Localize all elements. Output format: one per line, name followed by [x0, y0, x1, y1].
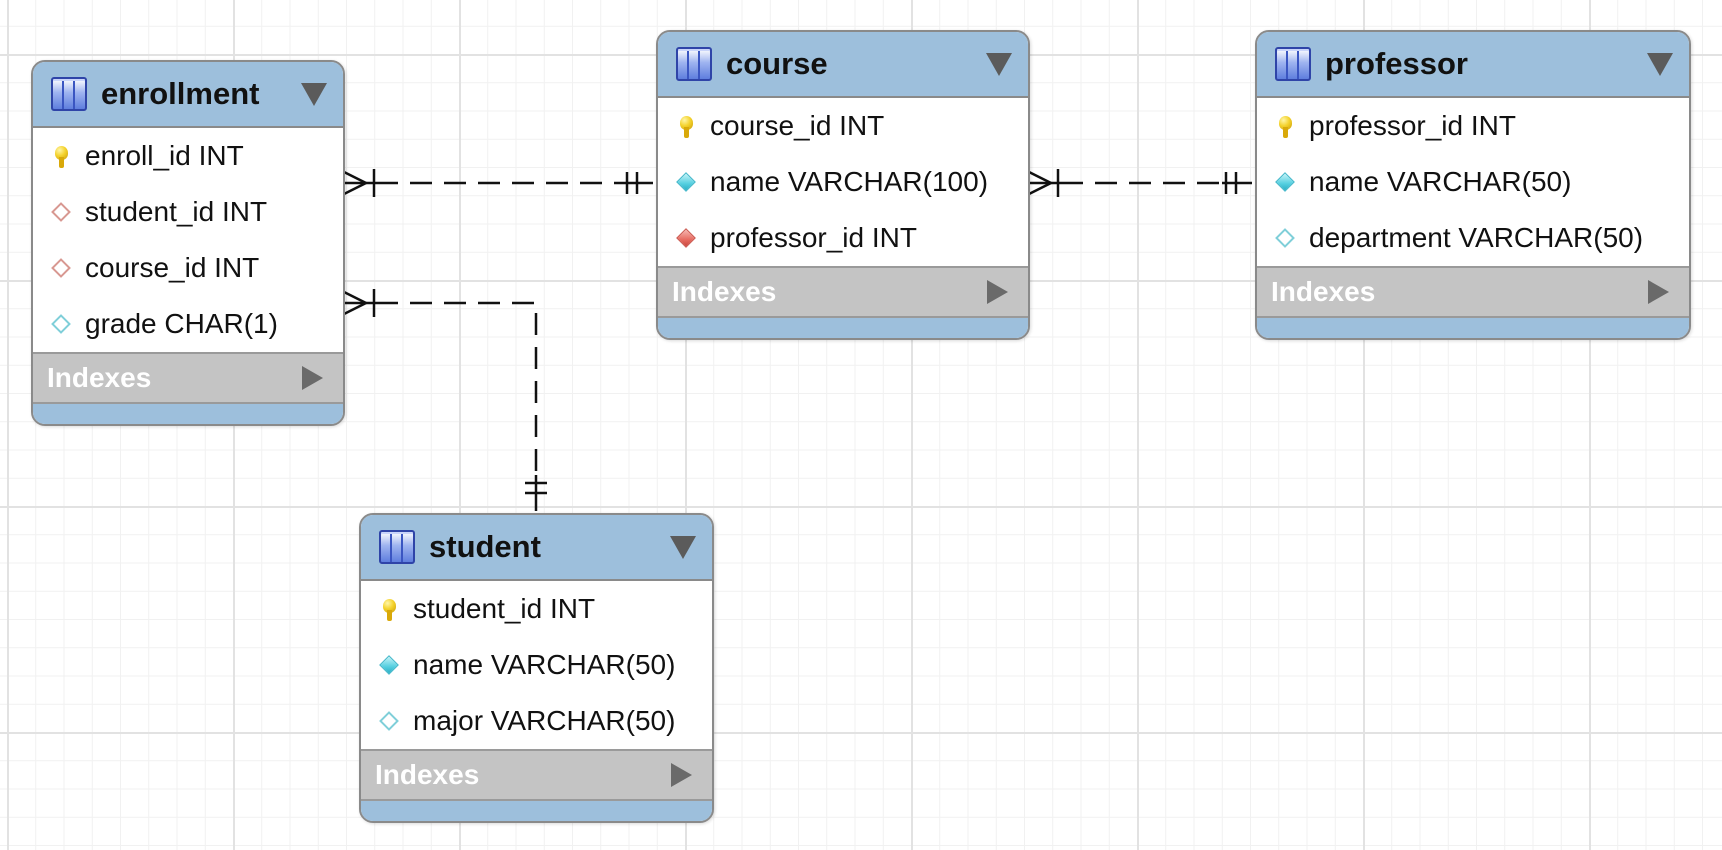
indexes-section[interactable]: Indexes: [658, 266, 1028, 316]
foreign-key-nullable-icon: [49, 199, 73, 225]
column-row[interactable]: major VARCHAR(50): [361, 693, 712, 749]
table-footer: [1257, 316, 1689, 338]
column-label: course_id INT: [710, 110, 885, 141]
table-header[interactable]: enrollment: [33, 62, 343, 128]
table-icon: [379, 530, 415, 564]
collapse-arrow-icon[interactable]: [670, 535, 696, 559]
indexes-label: Indexes: [1271, 276, 1376, 307]
column-row[interactable]: name VARCHAR(100): [658, 154, 1028, 210]
primary-key-icon: [1273, 113, 1297, 139]
table-title: enrollment: [101, 76, 260, 111]
table-title: student: [429, 529, 541, 564]
column-label: enroll_id INT: [85, 140, 244, 171]
column-row[interactable]: student_id INT: [33, 184, 343, 240]
column-label: name VARCHAR(100): [710, 166, 989, 197]
crowfoot-many-end: [341, 289, 367, 305]
column-label: name VARCHAR(50): [413, 649, 676, 680]
nullable-column-icon: [49, 311, 73, 337]
column-row[interactable]: student_id INT: [361, 581, 712, 637]
expand-arrow-icon[interactable]: [302, 366, 323, 390]
expand-arrow-icon[interactable]: [1648, 280, 1669, 304]
table-footer: [361, 799, 712, 821]
indexes-label: Indexes: [375, 759, 480, 790]
relationship-enrollment-course[interactable]: [341, 169, 653, 197]
primary-key-icon: [49, 143, 73, 169]
column-row[interactable]: professor_id INT: [658, 210, 1028, 266]
column-label: professor_id INT: [1309, 110, 1516, 141]
collapse-arrow-icon[interactable]: [1647, 52, 1673, 76]
indexes-section[interactable]: Indexes: [33, 352, 343, 402]
column-label: department VARCHAR(50): [1309, 222, 1644, 253]
column-row[interactable]: name VARCHAR(50): [361, 637, 712, 693]
column-label: course_id INT: [85, 252, 260, 283]
column-label: professor_id INT: [710, 222, 917, 253]
relationship-course-professor[interactable]: [1026, 169, 1252, 197]
column-row[interactable]: course_id INT: [658, 98, 1028, 154]
table-header[interactable]: course: [658, 32, 1028, 98]
primary-key-icon: [377, 596, 401, 622]
table-enrollment[interactable]: enrollment enroll_id INT student_id INT …: [31, 60, 345, 426]
indexes-label: Indexes: [672, 276, 777, 307]
column-label: student_id INT: [413, 593, 596, 624]
foreign-key-icon: [674, 225, 698, 251]
column-row[interactable]: enroll_id INT: [33, 128, 343, 184]
indexes-label: Indexes: [47, 362, 152, 393]
column-label: name VARCHAR(50): [1309, 166, 1572, 197]
foreign-key-nullable-icon: [49, 255, 73, 281]
expand-arrow-icon[interactable]: [987, 280, 1008, 304]
collapse-arrow-icon[interactable]: [301, 82, 327, 106]
not-null-column-icon: [674, 169, 698, 195]
table-course[interactable]: course course_id INT name VARCHAR(100) p…: [656, 30, 1030, 340]
indexes-section[interactable]: Indexes: [1257, 266, 1689, 316]
column-row[interactable]: name VARCHAR(50): [1257, 154, 1689, 210]
column-label: grade CHAR(1): [85, 308, 278, 339]
table-student[interactable]: student student_id INT name VARCHAR(50) …: [359, 513, 714, 823]
table-icon: [1275, 47, 1311, 81]
primary-key-icon: [674, 113, 698, 139]
table-header[interactable]: professor: [1257, 32, 1689, 98]
table-footer: [33, 402, 343, 424]
column-label: student_id INT: [85, 196, 268, 227]
not-null-column-icon: [1273, 169, 1297, 195]
column-label: major VARCHAR(50): [413, 705, 676, 736]
relationship-enrollment-student[interactable]: [341, 289, 547, 511]
expand-arrow-icon[interactable]: [671, 763, 692, 787]
indexes-section[interactable]: Indexes: [361, 749, 712, 799]
nullable-column-icon: [1273, 225, 1297, 251]
table-title: course: [726, 46, 828, 81]
table-footer: [658, 316, 1028, 338]
table-icon: [676, 47, 712, 81]
table-header[interactable]: student: [361, 515, 712, 581]
crowfoot-many-end: [1026, 169, 1052, 185]
table-title: professor: [1325, 46, 1468, 81]
column-row[interactable]: course_id INT: [33, 240, 343, 296]
not-null-column-icon: [377, 652, 401, 678]
column-row[interactable]: professor_id INT: [1257, 98, 1689, 154]
table-professor[interactable]: professor professor_id INT name VARCHAR(…: [1255, 30, 1691, 340]
column-row[interactable]: department VARCHAR(50): [1257, 210, 1689, 266]
crowfoot-many-end: [341, 169, 367, 185]
collapse-arrow-icon[interactable]: [986, 52, 1012, 76]
nullable-column-icon: [377, 708, 401, 734]
table-icon: [51, 77, 87, 111]
column-row[interactable]: grade CHAR(1): [33, 296, 343, 352]
